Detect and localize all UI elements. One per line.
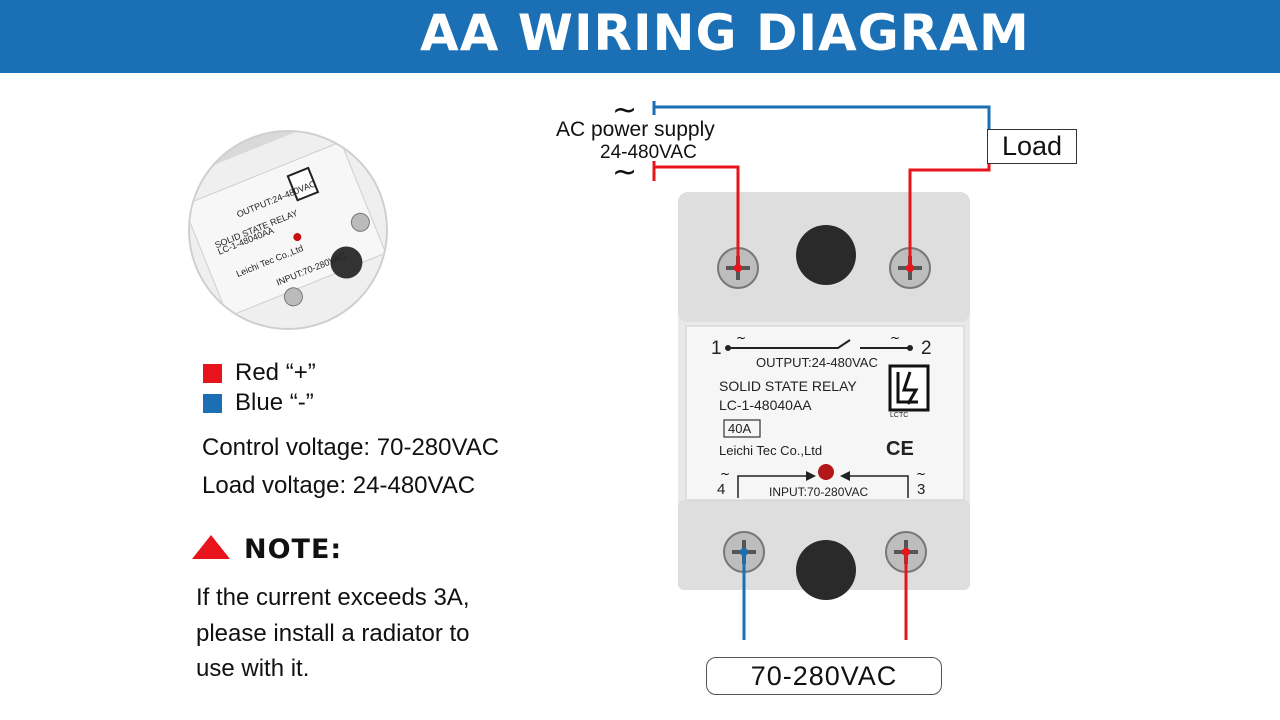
terminal-3-label: 3 — [917, 481, 926, 498]
indicator-led — [818, 464, 834, 480]
relay-type-text: SOLID STATE RELAY — [719, 378, 857, 394]
legend-red-label: Red “+” — [235, 359, 316, 386]
red-wire-supply — [654, 165, 740, 268]
relay-model-text: LC-1-48040AA — [719, 397, 812, 413]
svg-text:~: ~ — [736, 331, 746, 345]
load-box: Load — [987, 129, 1077, 164]
mounting-hole-top — [796, 225, 856, 285]
svg-text:~: ~ — [720, 467, 730, 481]
output-rating-text: OUTPUT:24-480VAC — [756, 355, 878, 370]
blue-swatch — [203, 393, 222, 413]
red-swatch — [203, 363, 222, 383]
legend-blue: Blue “-” — [203, 388, 314, 418]
svg-text:~: ~ — [890, 331, 900, 345]
maker-text: Leichi Tec Co.,Ltd — [719, 443, 823, 458]
blue-wire-supply — [654, 105, 991, 129]
load-voltage-text: Load voltage: 24-480VAC — [202, 472, 476, 499]
note-line-3: use with it. — [196, 655, 310, 682]
mounting-hole-bottom — [796, 540, 856, 600]
warning-triangle-icon — [192, 535, 230, 559]
note-title: NOTE: — [244, 534, 343, 565]
relay-rating-text: 40A — [728, 421, 752, 436]
header-banner: AA WIRING DIAGRAM — [0, 0, 1280, 73]
ac-supply-range: 24-480VAC — [600, 142, 697, 163]
red-wire-load — [908, 161, 991, 268]
control-voltage-text: Control voltage: 70-280VAC — [202, 434, 500, 461]
ac-tilde-top: ~ — [612, 93, 638, 128]
terminal-2-label: 2 — [921, 338, 932, 359]
input-rating-text: INPUT:70-280VAC — [769, 485, 869, 499]
legend-red: Red “+” — [203, 358, 316, 388]
page-title: AA WIRING DIAGRAM — [420, 4, 1030, 62]
relay-closeup-image: OUTPUT:24-480VAC SOLID STATE RELAY LC-1-… — [188, 130, 388, 330]
svg-text:~: ~ — [916, 467, 926, 481]
control-voltage-box: 70-280VAC — [706, 657, 942, 695]
terminal-1-label: 1 — [711, 338, 722, 359]
ac-supply-label: AC power supply — [556, 118, 715, 141]
terminal-4-label: 4 — [717, 481, 726, 498]
ce-mark: CE — [886, 438, 914, 460]
ac-tilde-bottom: ~ — [612, 155, 638, 190]
relay-wiring-diagram: ~ ~ ~ ~ — [652, 101, 991, 640]
legend-blue-label: Blue “-” — [235, 389, 314, 416]
brand-text: LCTC — [890, 412, 909, 419]
note-line-2: please install a radiator to — [196, 620, 470, 647]
note-line-1: If the current exceeds 3A, — [196, 584, 470, 611]
relay-closeup-graphic — [190, 132, 386, 328]
